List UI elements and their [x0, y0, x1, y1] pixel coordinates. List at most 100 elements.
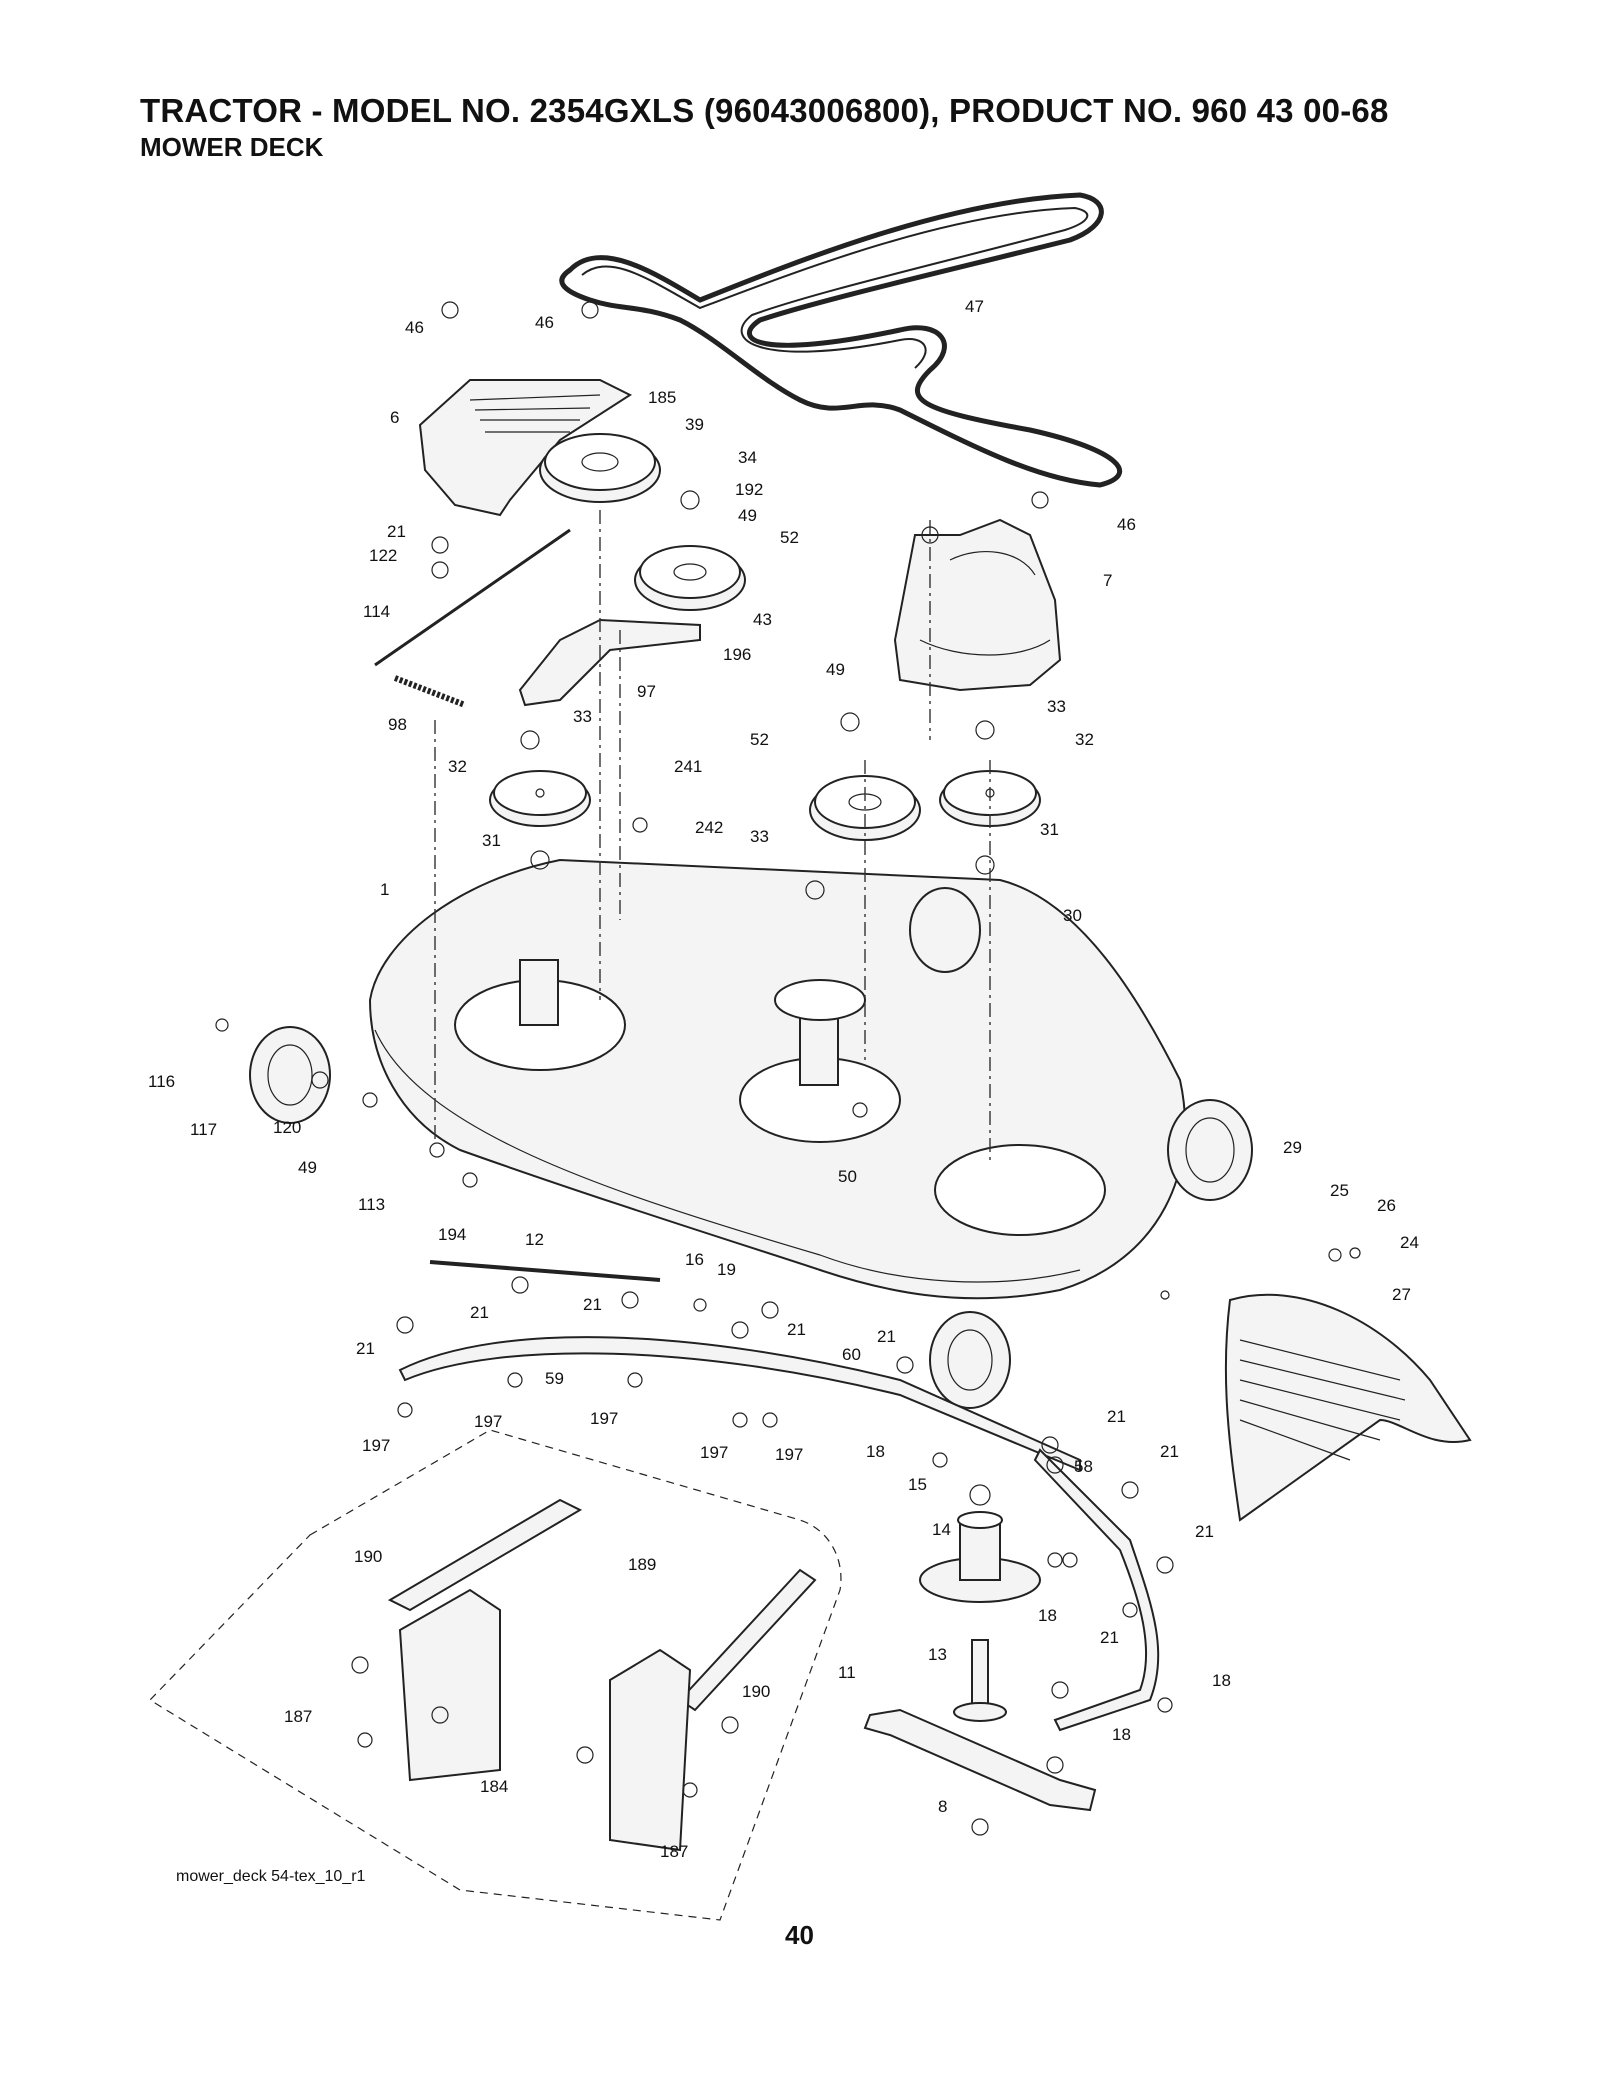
callout: 241 — [674, 757, 702, 776]
callout: 21 — [787, 1320, 806, 1339]
gauge-wheel-left — [249, 1026, 331, 1124]
pulley-39 — [539, 433, 661, 503]
callout: 117 — [190, 1120, 217, 1139]
callout-labels: 46 46 47 185 6 39 34 192 49 52 21 122 46… — [148, 297, 1419, 1861]
callout: 122 — [369, 546, 397, 565]
callout: 197 — [474, 1412, 502, 1431]
callout: 192 — [735, 480, 763, 499]
callout: 12 — [525, 1230, 544, 1249]
callout: 49 — [826, 660, 845, 679]
callout: 21 — [470, 1303, 489, 1322]
callout: 21 — [1107, 1407, 1126, 1426]
callout: 197 — [362, 1436, 390, 1455]
callout: 21 — [387, 522, 406, 541]
pulley-52-center — [809, 775, 921, 841]
callout: 52 — [750, 730, 769, 749]
callout: 13 — [928, 1645, 947, 1664]
callout: 46 — [1117, 515, 1136, 534]
callout: 33 — [1047, 697, 1066, 716]
callout: 190 — [742, 1682, 770, 1701]
callout: 18 — [866, 1442, 885, 1461]
callout: 30 — [1063, 906, 1082, 925]
rear-lift-link — [1033, 1448, 1160, 1732]
callout: 33 — [573, 707, 592, 726]
callout: 34 — [738, 448, 757, 467]
callout: 14 — [932, 1520, 951, 1539]
callout: 114 — [363, 602, 390, 621]
callout: 197 — [590, 1409, 618, 1428]
callout: 58 — [1074, 1457, 1093, 1476]
callout: 116 — [148, 1072, 175, 1091]
pulley-52-upper — [634, 545, 746, 611]
callout: 18 — [1112, 1725, 1131, 1744]
gauge-wheel-rear-left — [909, 887, 981, 973]
callout: 21 — [1195, 1522, 1214, 1541]
callout: 1 — [380, 880, 389, 899]
callout: 8 — [938, 1797, 947, 1816]
callout: 7 — [1103, 571, 1112, 590]
callout: 21 — [356, 1339, 375, 1358]
callout: 113 — [358, 1195, 385, 1214]
callout: 185 — [648, 388, 676, 407]
blade-spindle — [919, 1511, 1041, 1722]
deck-hanger-bracket-right — [609, 1568, 817, 1852]
callout: 52 — [780, 528, 799, 547]
callout: 6 — [390, 408, 399, 427]
callout: 50 — [838, 1167, 857, 1186]
callout: 33 — [750, 827, 769, 846]
gauge-wheel-front — [929, 1311, 1011, 1409]
left-belt-cover — [418, 379, 633, 517]
callout: 21 — [877, 1327, 896, 1346]
page-title: TRACTOR - MODEL NO. 2354GXLS (9604300680… — [140, 92, 1389, 129]
callout: 46 — [405, 318, 424, 337]
callout: 26 — [1377, 1196, 1396, 1215]
callout: 187 — [284, 1707, 312, 1726]
callout: 242 — [695, 818, 723, 837]
callout: 15 — [908, 1475, 927, 1494]
callout: 39 — [685, 415, 704, 434]
lift-rod — [429, 1260, 661, 1282]
idler-arm — [518, 618, 701, 707]
callout: 31 — [1040, 820, 1059, 839]
callout: 189 — [628, 1555, 656, 1574]
callout: 194 — [438, 1225, 466, 1244]
callout: 21 — [1160, 1442, 1179, 1461]
callout: 24 — [1400, 1233, 1419, 1252]
callout: 196 — [723, 645, 751, 664]
callout: 27 — [1392, 1285, 1411, 1304]
callout: 184 — [480, 1777, 508, 1796]
figure-code: mower_deck 54-tex_10_r1 — [176, 1868, 366, 1885]
callout: 98 — [388, 715, 407, 734]
page-subtitle: MOWER DECK — [140, 132, 324, 162]
callout: 97 — [637, 682, 656, 701]
callout: 190 — [354, 1547, 382, 1566]
callout: 43 — [753, 610, 772, 629]
callout: 187 — [660, 1842, 688, 1861]
callout: 21 — [583, 1295, 602, 1314]
callout: 19 — [717, 1260, 736, 1279]
callout: 11 — [838, 1663, 856, 1682]
callout: 32 — [1075, 730, 1094, 749]
callout: 18 — [1212, 1671, 1231, 1690]
callout: 31 — [482, 831, 501, 850]
pulley-32-left — [489, 770, 591, 827]
callout: 60 — [842, 1345, 861, 1364]
gauge-wheel-right — [1167, 1099, 1253, 1201]
callout: 49 — [298, 1158, 317, 1177]
callout: 59 — [545, 1369, 564, 1388]
callout: 197 — [775, 1445, 803, 1464]
mower-blade — [863, 1708, 1097, 1812]
front-lift-link — [398, 1336, 1081, 1472]
page-number: 40 — [785, 1920, 814, 1950]
callout: 16 — [685, 1250, 704, 1269]
callout: 120 — [273, 1118, 301, 1137]
deck-hanger-bracket-left — [387, 1498, 583, 1782]
callout: 197 — [700, 1443, 728, 1462]
callout: 21 — [1100, 1628, 1119, 1647]
right-belt-cover — [893, 518, 1062, 692]
spring-rod — [374, 528, 571, 667]
drive-belt — [559, 192, 1123, 488]
callout: 49 — [738, 506, 757, 525]
callout: 32 — [448, 757, 467, 776]
